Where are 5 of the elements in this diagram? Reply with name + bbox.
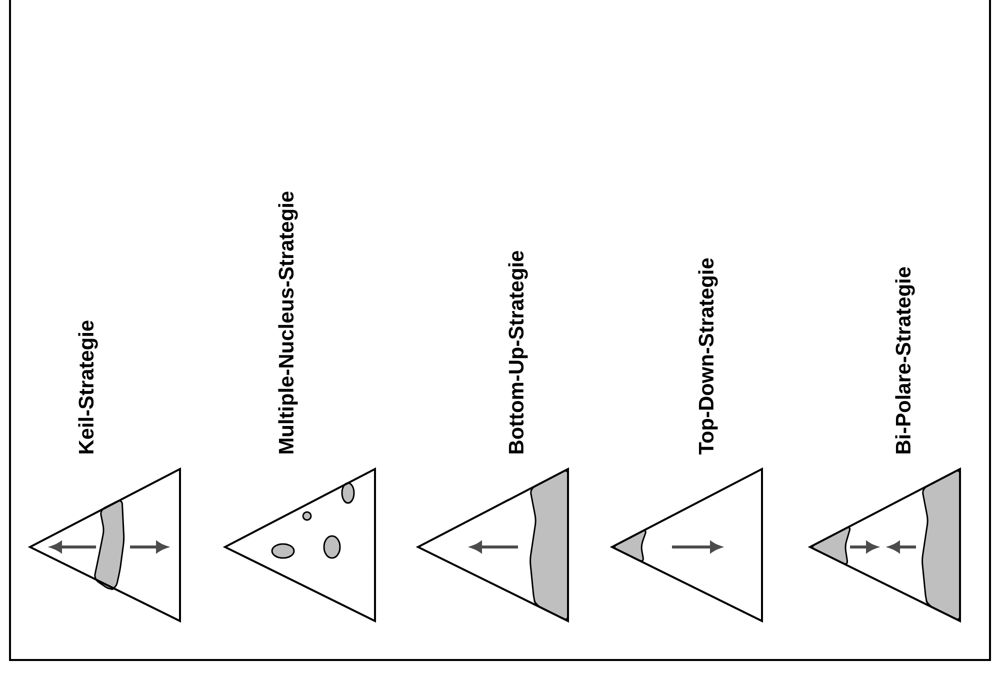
strategy-label: Keil-Strategie — [78, 320, 98, 454]
strategy-label: Top-Down-Strategie — [698, 258, 718, 455]
strategy-label: Multiple-Nucleus-Strategie — [278, 192, 298, 454]
strategy-label: Bottom-Up-Strategie — [508, 250, 528, 454]
strategy-label: Bi-Polare-Strategie — [895, 267, 915, 454]
